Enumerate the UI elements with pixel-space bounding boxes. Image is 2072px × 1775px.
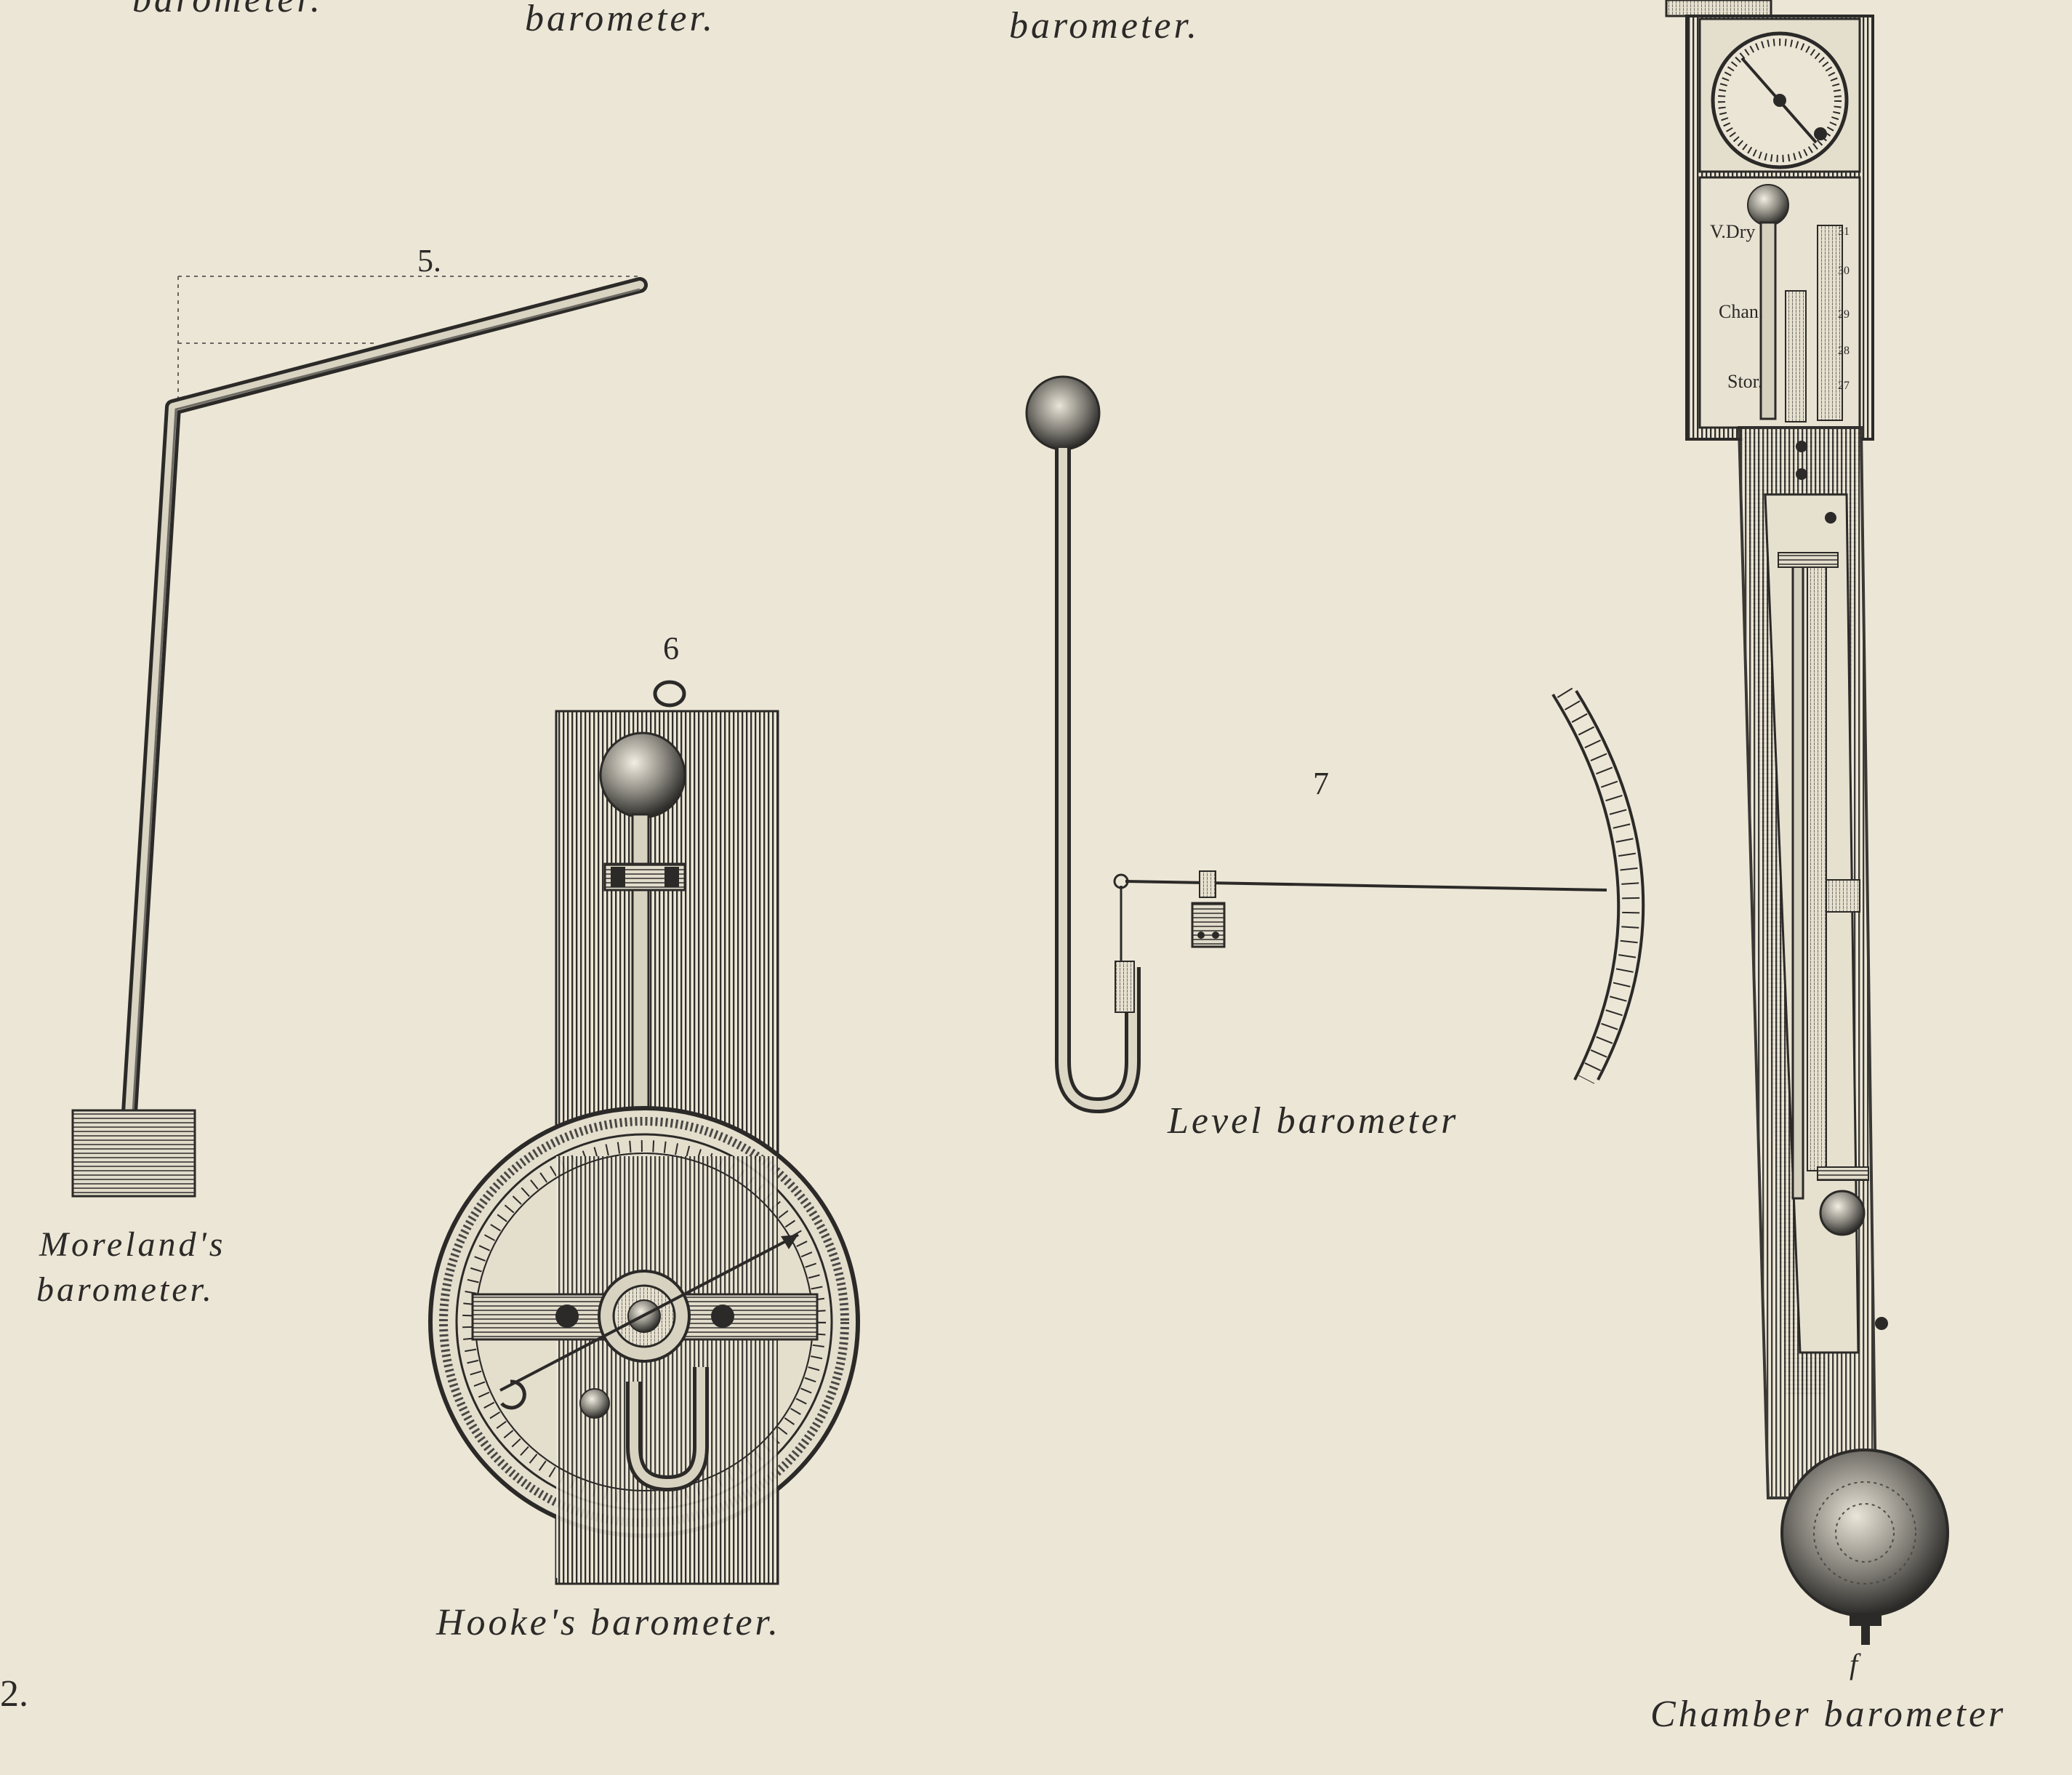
chamber-scale-28: 28 xyxy=(1838,345,1850,357)
figure-number-6: 6 xyxy=(663,630,679,666)
hookes-barometer-figure xyxy=(428,680,860,1585)
chamber-letter-f: f xyxy=(1850,1648,1861,1680)
morelands-barometer-figure xyxy=(71,276,648,1198)
chamber-dial-label-stormy: Stor. xyxy=(1727,371,1763,392)
level-barometer-figure xyxy=(1025,375,1645,1114)
chamber-caption: Chamber barometer xyxy=(1650,1694,2007,1735)
chamber-scale-27: 27 xyxy=(1838,380,1850,392)
chamber-barometer-figure xyxy=(1665,0,1949,1645)
top-caption-middle: barometer. xyxy=(525,0,715,39)
figure-number-7: 7 xyxy=(1313,766,1329,801)
chamber-scale-29: 29 xyxy=(1838,308,1850,321)
chamber-dial-label-dry: V.Dry xyxy=(1710,221,1756,242)
top-caption-right: barometer. xyxy=(1009,5,1200,47)
morelands-caption-line1: Moreland's xyxy=(39,1225,226,1264)
top-caption-left: barometer. xyxy=(132,0,323,22)
figure-number-5: 5. xyxy=(417,243,441,279)
morelands-caption-line2: barometer. xyxy=(36,1270,214,1309)
chamber-scale-30: 30 xyxy=(1838,265,1850,277)
chamber-scale-31: 31 xyxy=(1838,225,1850,238)
level-caption: Level barometer xyxy=(1168,1100,1459,1142)
chamber-dial-label-change: Chan. xyxy=(1719,301,1764,322)
plate-number: 2. xyxy=(0,1673,28,1715)
hookes-caption: Hooke's barometer. xyxy=(436,1602,782,1643)
